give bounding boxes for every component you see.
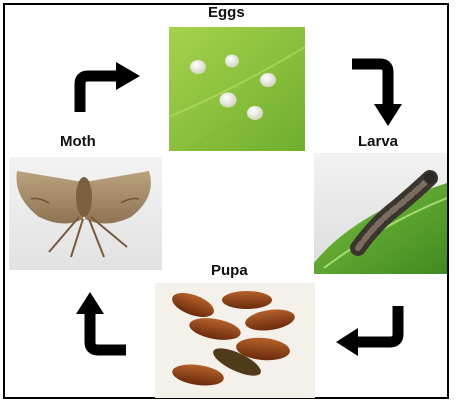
moth-label: Moth: [60, 133, 96, 150]
arrow-larva-to-pupa: [334, 304, 406, 364]
eggs-label: Eggs: [208, 4, 245, 21]
eggs-image: [169, 27, 305, 151]
pupa-image: [155, 283, 315, 398]
arrow-moth-to-eggs: [72, 56, 144, 116]
arrow-pupa-to-moth: [70, 290, 130, 362]
moth-image: [9, 157, 162, 270]
arrow-eggs-to-larva: [350, 58, 410, 130]
larva-label: Larva: [358, 133, 398, 150]
larva-image: [314, 153, 447, 274]
pupa-label: Pupa: [211, 262, 248, 279]
